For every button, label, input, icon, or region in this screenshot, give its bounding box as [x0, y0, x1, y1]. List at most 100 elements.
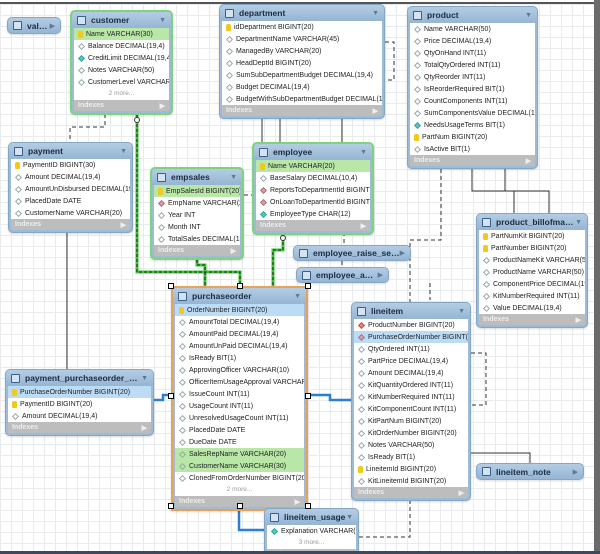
column-row[interactable]: SumComponentsValue DECIMAL(19,4) [410, 107, 535, 119]
indexes-section[interactable]: Indexes▶ [256, 220, 370, 231]
table-product[interactable]: product ▼ Name VARCHAR(50) Price DECIMAL… [407, 6, 538, 169]
column-row[interactable]: CountComponents INT(11) [410, 95, 535, 107]
column-row[interactable]: Month INT [154, 221, 240, 233]
column-row[interactable]: KitComponentCount INT(11) [354, 403, 468, 415]
more-columns-link[interactable]: 2 more... [108, 90, 135, 97]
column-row[interactable]: PartPrice DECIMAL(19,4) [354, 355, 468, 367]
expand-arrow-icon[interactable]: ▶ [360, 222, 366, 230]
column-row[interactable]: IsActive BIT(1) [410, 143, 535, 155]
column-row[interactable]: KitNumberRequired INT(11) [354, 391, 468, 403]
column-row[interactable]: DueDate DATE [175, 436, 304, 448]
indexes-section[interactable]: Indexes▶ [479, 314, 585, 325]
collapse-arrow-icon[interactable]: ▼ [230, 173, 237, 181]
column-row[interactable]: Value DECIMAL(19,4) [479, 302, 585, 314]
more-columns-link[interactable]: 3 more... [298, 539, 325, 546]
resize-handle[interactable] [168, 283, 174, 289]
resize-handle[interactable] [236, 283, 243, 289]
table-purchaseorder[interactable]: purchaseorder ▼ OrderNumber BIGINT(20) A… [171, 286, 308, 511]
column-row[interactable]: OrderNumber BIGINT(20) [175, 304, 304, 316]
column-row[interactable]: IsReady BIT(1) [175, 352, 304, 364]
column-row[interactable]: PlacedDate DATE [11, 195, 130, 207]
table-header[interactable]: empsales ▼ [152, 169, 242, 185]
expand-arrow-icon[interactable]: ▶ [49, 22, 55, 30]
column-row[interactable]: Name VARCHAR(30) [74, 28, 169, 40]
column-row[interactable]: LineitemId BIGINT(20) [354, 463, 468, 475]
more-columns-link[interactable]: 2 more... [226, 486, 253, 493]
expand-arrow-icon[interactable]: ▶ [141, 424, 147, 432]
expand-arrow-icon[interactable]: ▶ [372, 107, 378, 115]
collapse-arrow-icon[interactable]: ▼ [159, 16, 166, 24]
column-row[interactable]: Notes VARCHAR(50) [74, 64, 169, 76]
column-row[interactable]: CreditLimit DECIMAL(19,4) [74, 52, 169, 64]
expand-arrow-icon[interactable]: ▶ [377, 272, 383, 279]
column-row[interactable]: AmountPaid DECIMAL(19,4) [175, 328, 304, 340]
column-row[interactable]: PlacedDate DATE [175, 424, 304, 436]
resize-handle[interactable] [305, 503, 311, 509]
expand-arrow-icon[interactable]: ▶ [525, 157, 531, 165]
column-row[interactable]: QtyReorder INT(11) [410, 71, 535, 83]
column-row[interactable]: ComponentPrice DECIMAL(19,4) [479, 278, 585, 290]
resize-handle[interactable] [168, 503, 174, 509]
column-row[interactable]: PartNumKit BIGINT(20) [479, 230, 585, 242]
column-row[interactable]: Amount DECIMAL(19,4) [8, 410, 151, 422]
table-header[interactable]: purchaseorder ▼ [173, 288, 306, 304]
column-row[interactable]: ProductName VARCHAR(50) [479, 266, 585, 278]
indexes-section[interactable]: Indexes▶ [175, 496, 304, 507]
column-row[interactable]: SalesRepName VARCHAR(20) [175, 448, 304, 460]
column-row[interactable]: QtyOnHand INT(11) [410, 47, 535, 59]
column-row[interactable]: KitQuantityOrdered INT(11) [354, 379, 468, 391]
indexes-section[interactable]: Indexes▶ [74, 100, 169, 111]
column-row[interactable]: PartNumber BIGINT(20) [479, 242, 585, 254]
table-header[interactable]: product ▼ [408, 7, 537, 23]
table-header[interactable]: customer ▼ [72, 12, 171, 28]
table-product-billofmaterials[interactable]: product_billofmaterials ▼ PartNumKit BIG… [476, 213, 588, 328]
column-row[interactable]: IsReorderRequired BIT(1) [410, 83, 535, 95]
column-row[interactable]: KitLineitemId BIGINT(20) [354, 475, 468, 487]
column-row[interactable]: UsageCount INT(11) [175, 400, 304, 412]
column-row[interactable]: PurchaseOrderNumber BIGINT(20) [354, 331, 468, 343]
expand-arrow-icon[interactable]: ▶ [159, 102, 165, 110]
table-header[interactable]: employee ▼ [254, 144, 372, 160]
collapse-arrow-icon[interactable]: ▼ [525, 11, 532, 19]
column-row[interactable]: HeadDeptId BIGINT(20) [222, 57, 382, 69]
column-row[interactable]: UnresolvedUsageCount INT(11) [175, 412, 304, 424]
column-row[interactable]: CustomerLevel VARCHAR(1) [74, 76, 169, 88]
resize-handle[interactable] [168, 393, 174, 399]
column-row[interactable]: PaymentID BIGINT(20) [8, 398, 151, 410]
column-row[interactable]: SumSubDepartmentBudget DECIMAL(19,4) [222, 69, 382, 81]
column-row[interactable]: Amount DECIMAL(19,4) [11, 171, 130, 183]
table-customer[interactable]: customer ▼ Name VARCHAR(30) Balance DECI… [70, 10, 173, 115]
resize-handle[interactable] [305, 283, 311, 289]
column-row[interactable]: DepartmentName VARCHAR(45) [222, 33, 382, 45]
column-row[interactable]: ApprovingOfficer VARCHAR(10) [175, 364, 304, 376]
table-header[interactable]: lineitem ▼ [352, 303, 470, 319]
indexes-section[interactable]: Indexes▶ [154, 245, 240, 256]
expand-arrow-icon[interactable]: ▶ [230, 247, 236, 255]
column-row[interactable]: ProductNameKit VARCHAR(50) [479, 254, 585, 266]
column-row[interactable]: AmountUnPaid DECIMAL(19,4) [175, 340, 304, 352]
expand-arrow-icon[interactable]: ▶ [399, 250, 405, 257]
table-header[interactable]: lineitem_usage ▼ [265, 509, 358, 525]
column-row[interactable]: Amount DECIMAL(19,4) [354, 367, 468, 379]
column-row[interactable]: QtyOrdered INT(11) [354, 343, 468, 355]
table-header[interactable]: payment_purchaseorder_alloca... ▼ [6, 370, 153, 386]
column-row[interactable]: NeedsUsageTerms BIT(1) [410, 119, 535, 131]
table-header[interactable]: employee_audit ▶ [297, 268, 388, 282]
column-row[interactable]: PartNum BIGINT(20) [410, 131, 535, 143]
column-row[interactable]: AmountTotal DECIMAL(19,4) [175, 316, 304, 328]
resize-handle[interactable] [236, 503, 243, 509]
indexes-section[interactable]: Indexes▶ [354, 487, 468, 498]
expand-arrow-icon[interactable]: ▶ [294, 498, 300, 506]
column-row[interactable]: BudgetWithSubDepartmentBudget DECIMAL(19… [222, 93, 382, 105]
column-row[interactable]: KitPartNum BIGINT(20) [354, 415, 468, 427]
column-row[interactable]: CustomerName VARCHAR(30) [175, 460, 304, 472]
collapse-arrow-icon[interactable]: ▼ [346, 513, 353, 521]
column-row[interactable]: Budget DECIMAL(19,4) [222, 81, 382, 93]
indexes-section[interactable]: Indexes▶ [410, 155, 535, 166]
table-header[interactable]: employee_raise_service ▶ [294, 246, 410, 260]
column-row[interactable]: CustomerName VARCHAR(20) [11, 207, 130, 219]
table-lineitem-note[interactable]: lineitem_note ▶ [476, 463, 584, 480]
table-header[interactable]: product_billofmaterials ▼ [477, 214, 587, 230]
column-row[interactable]: Price DECIMAL(19,4) [410, 35, 535, 47]
table-payment-purchaseorder-allocation[interactable]: payment_purchaseorder_alloca... ▼ Purcha… [5, 369, 154, 436]
